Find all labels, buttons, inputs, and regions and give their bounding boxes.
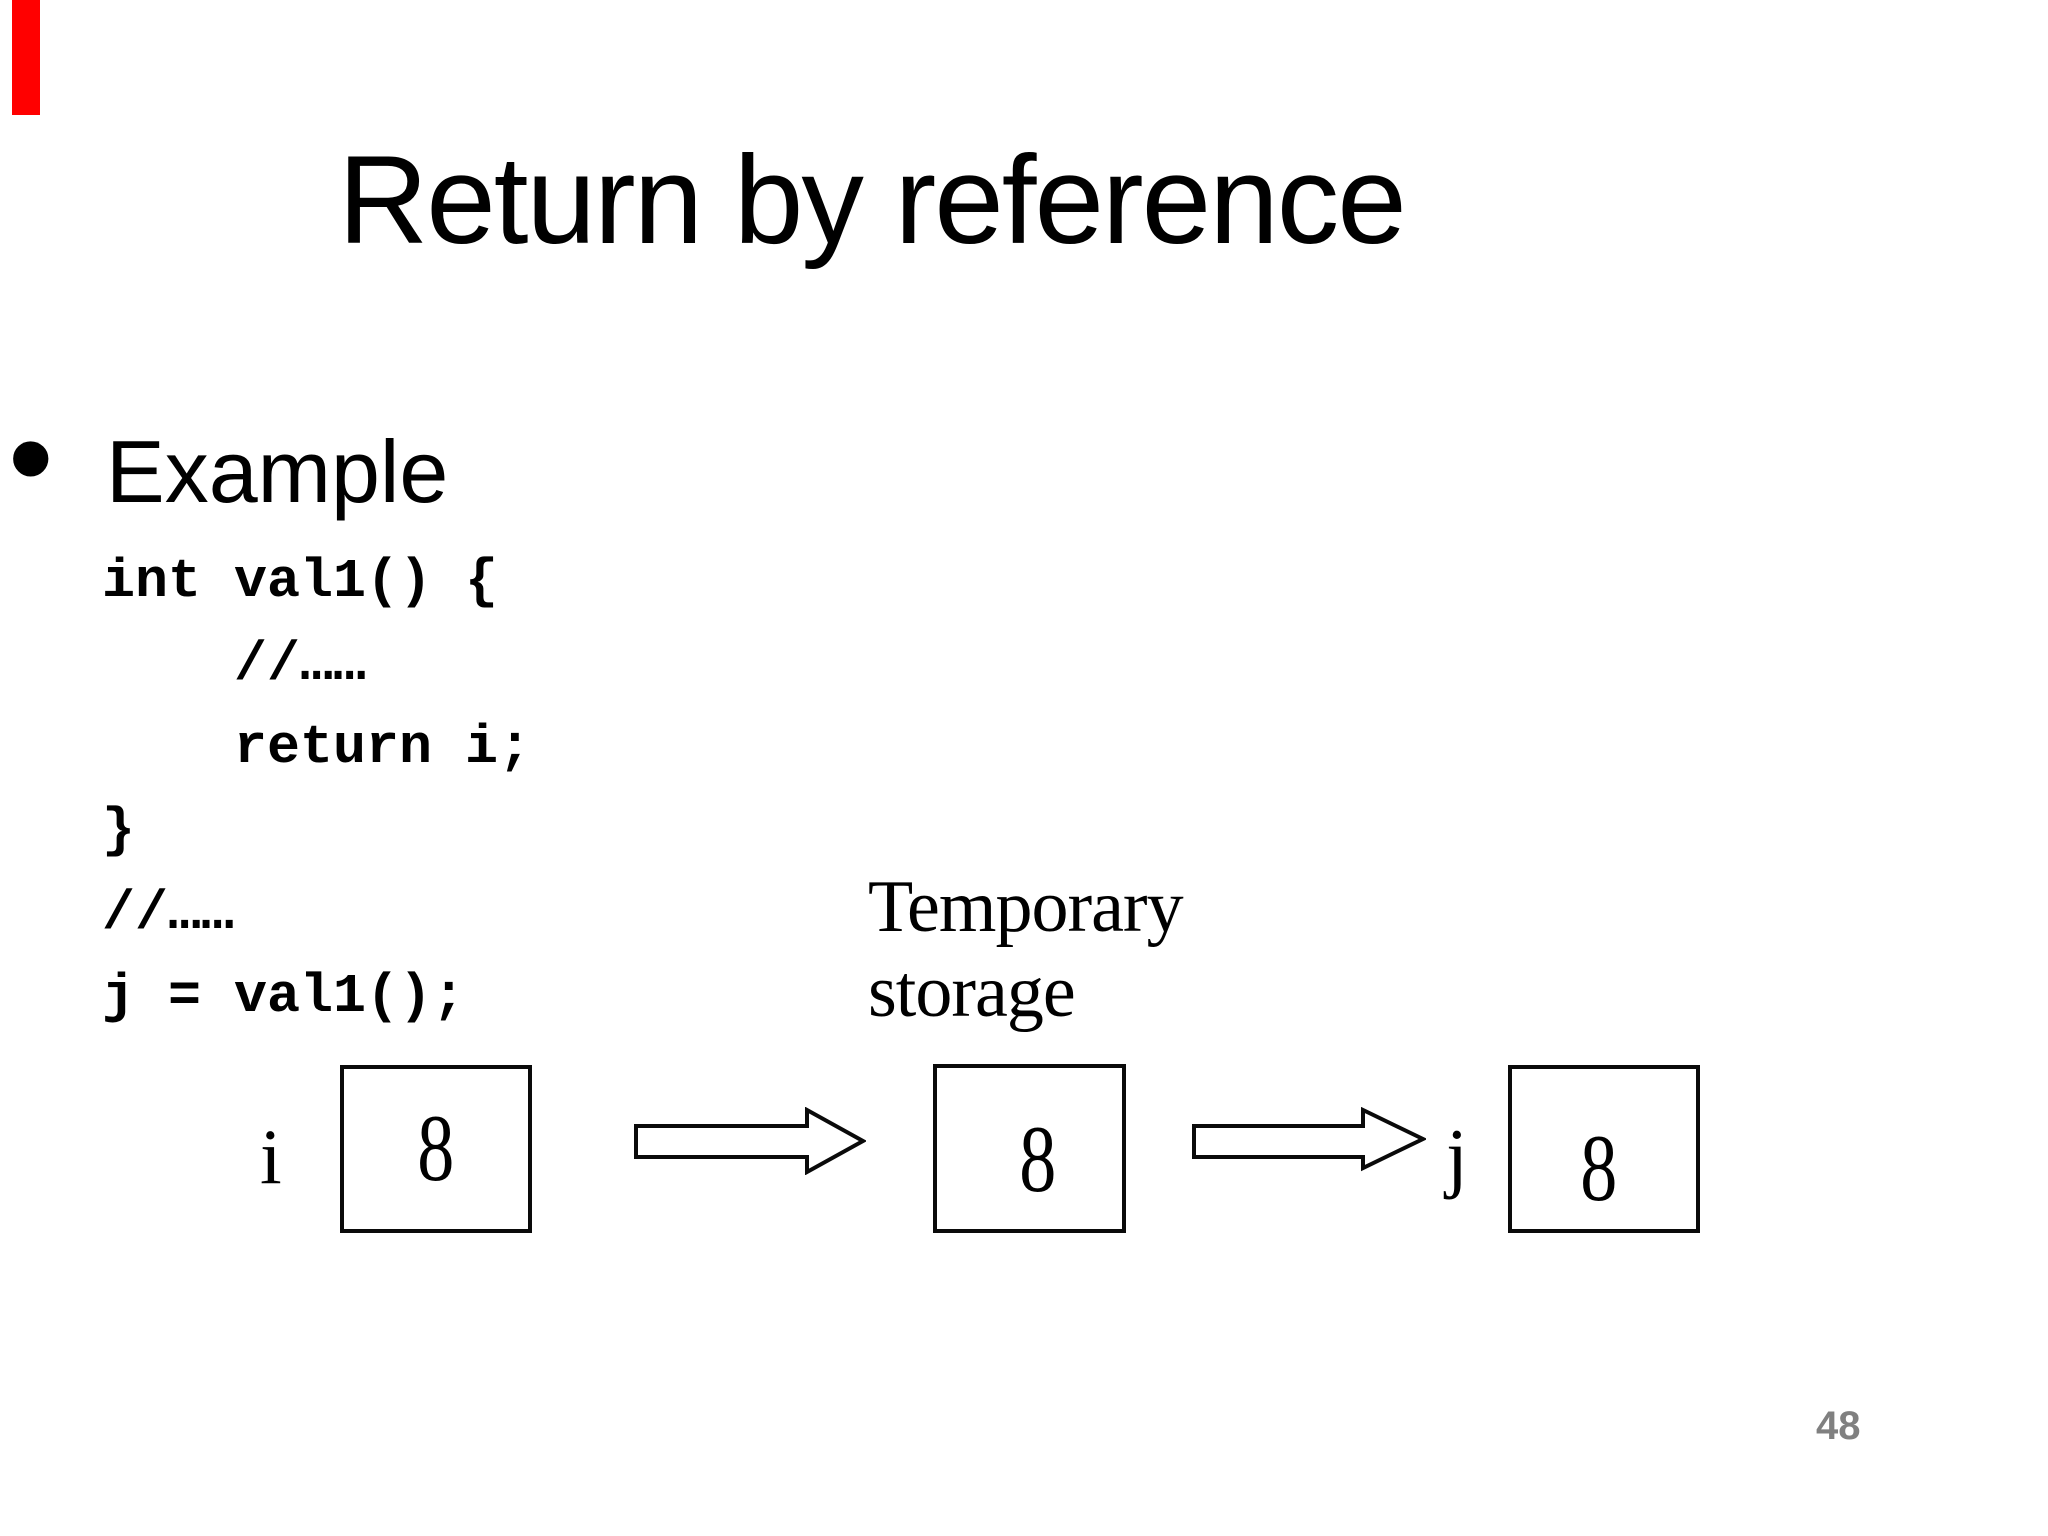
temporary-storage-line2: storage	[868, 951, 1076, 1033]
code-line: j = val1();	[102, 965, 466, 1028]
code-line: //……	[102, 882, 235, 945]
code-line: return i;	[102, 716, 532, 779]
box-j-value: 8	[1580, 1114, 1618, 1221]
box-temporary-storage: 8	[933, 1064, 1126, 1233]
box-variable-j: 8	[1508, 1065, 1700, 1233]
code-line: //……	[102, 633, 367, 696]
code-line: }	[102, 799, 136, 862]
variable-j-label: j	[1446, 1113, 1468, 1200]
box-i-value: 8	[417, 1094, 455, 1201]
temp-box-value: 8	[1018, 1106, 1057, 1212]
arrow-right-icon	[634, 1107, 866, 1175]
variable-i-label: i	[260, 1113, 282, 1200]
temporary-storage-line1: Temporary	[868, 866, 1184, 948]
accent-bar	[12, 0, 40, 115]
bullet-icon: •	[8, 384, 54, 530]
page-number: 48	[1816, 1404, 1861, 1448]
temporary-storage-label: Temporary storage	[868, 865, 1184, 1035]
code-block: int val1() { //…… return i;} //…… j = val1…	[102, 540, 531, 1038]
page-title: Return by reference	[338, 131, 1407, 270]
bullet-label: Example	[106, 422, 449, 521]
box-variable-i: 8	[340, 1065, 532, 1233]
code-line: int val1() {	[102, 550, 499, 613]
arrow-right-icon	[1192, 1107, 1426, 1172]
